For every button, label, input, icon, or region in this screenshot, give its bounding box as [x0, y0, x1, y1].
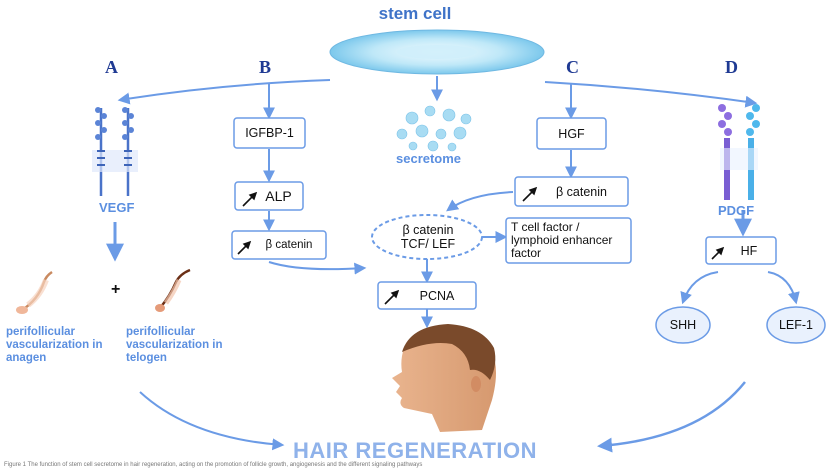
box-igfbp: [233, 117, 306, 149]
circle-lef1: [766, 306, 826, 344]
arrow-right-hair: [597, 381, 746, 453]
bcatenin-b-label: β catenin: [265, 239, 313, 251]
increase-arrow-bcatenin-c: [522, 186, 538, 202]
shh-label: SHH: [669, 318, 697, 332]
secretome-icon: [396, 105, 472, 152]
figure-caption: Figure 1 The function of stem cell secre…: [4, 462, 423, 468]
pathway-label-b: B: [259, 57, 272, 77]
hair-regeneration-label: HAIR REGENERATION: [293, 438, 537, 463]
box-bcatenin-c: [514, 176, 629, 207]
plus-sign: +: [111, 281, 121, 298]
tcf-lef-label: β catenin TCF/ LEF: [400, 223, 456, 251]
anagen-label: perifollicular vascularization in anagen: [6, 326, 103, 364]
hair-follicle-anagen-icon: [16, 270, 53, 314]
arrow-to-d: [544, 81, 758, 108]
stem-cell-title: stem cell: [378, 4, 452, 23]
pdgf-receptor-icon: [718, 104, 760, 200]
arrow-bcatenin-tcf: [268, 261, 367, 275]
arrow-hf-shh: [680, 271, 719, 305]
igfbp-label: IGFBP-1: [245, 126, 294, 140]
box-tcell: [505, 217, 632, 264]
hf-label: HF: [740, 243, 758, 258]
pcna-label: PCNA: [419, 288, 455, 303]
vegf-label: VEGF: [99, 200, 135, 215]
box-hgf: [536, 117, 607, 150]
hgf-label: HGF: [558, 126, 585, 141]
hair-follicle-telogen-icon: [155, 268, 191, 312]
pathway-label-a: A: [105, 57, 118, 77]
arrow-bcatenin-tcf-c: [446, 191, 514, 212]
pdgf-label: PDGF: [718, 203, 755, 218]
telogen-label: perifollicular vascularization in teloge…: [126, 326, 223, 364]
increase-arrow-alp: [242, 191, 258, 207]
tcell-label: T cell factor / lymphoid enhancer factor: [511, 220, 613, 260]
increase-arrow-hf: [711, 246, 725, 260]
stem-cell-icon: [329, 29, 545, 75]
box-bcatenin-b: [231, 230, 327, 260]
arrow-to-a: [117, 79, 331, 105]
arrow-hf-lef1: [767, 271, 800, 305]
alp-label: ALP: [265, 188, 292, 204]
bcatenin-c-label: β catenin: [556, 184, 607, 199]
box-pcna: [377, 281, 477, 310]
box-alp: [234, 181, 304, 211]
vegf-receptor-icon: [92, 107, 138, 196]
circle-shh: [655, 306, 711, 344]
secretome-label: secretome: [396, 151, 462, 166]
increase-arrow-pcna: [384, 289, 400, 305]
human-head-icon: [392, 324, 496, 432]
arrow-left-hair: [139, 391, 285, 451]
pathway-label-d: D: [725, 57, 738, 77]
circle-tcf-lef: [371, 214, 483, 260]
box-hf: [705, 236, 777, 265]
increase-arrow-bcatenin-b: [237, 240, 252, 255]
pathway-label-c: C: [566, 57, 579, 77]
lef1-label: LEF-1: [778, 318, 814, 332]
